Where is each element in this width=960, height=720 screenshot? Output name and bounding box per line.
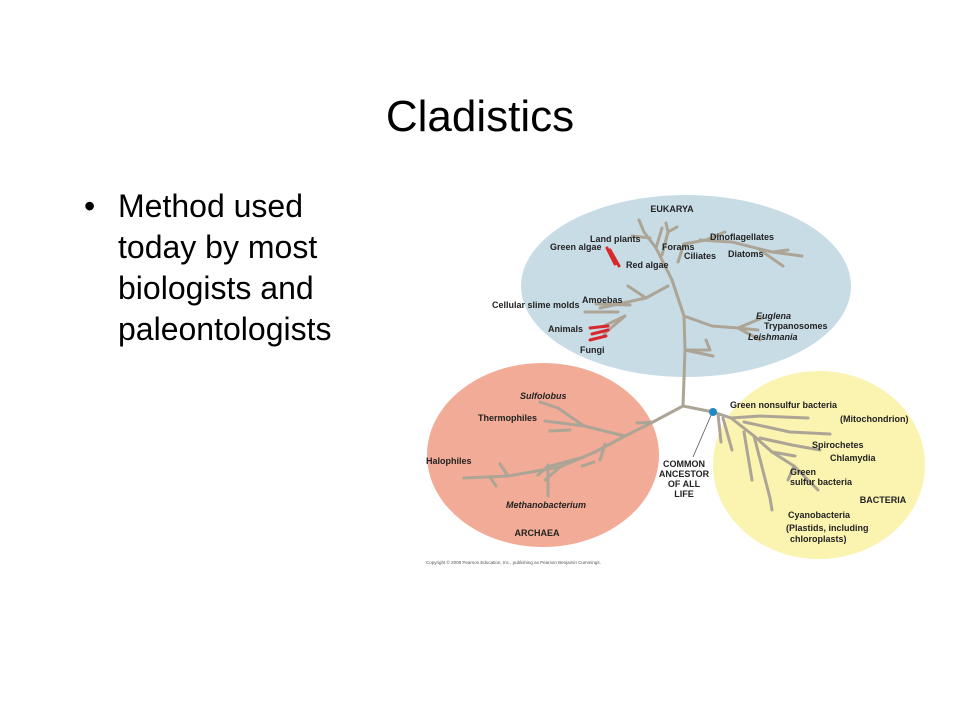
- bullet-list: • Method used today by most biologists an…: [84, 186, 384, 350]
- taxon-trypanosomes: Trypanosomes: [764, 321, 828, 331]
- common-ancestor-dot-icon: [709, 408, 717, 416]
- bacteria-region: [713, 371, 925, 559]
- domain-label-bacteria: BACTERIA: [860, 495, 907, 505]
- taxon-green-algae: Green algae: [550, 242, 602, 252]
- taxon-spirochetes: Spirochetes: [812, 440, 864, 450]
- taxon-green-sulfur-bacteria-line2: sulfur bacteria: [790, 477, 853, 487]
- slide-title: Cladistics: [385, 92, 575, 141]
- taxon-animals: Animals: [548, 324, 583, 334]
- taxon-cyanobacteria: Cyanobacteria: [788, 510, 851, 520]
- domain-label-archaea: ARCHAEA: [515, 528, 561, 538]
- taxon-mitochondrion: (Mitochondrion): [840, 414, 908, 424]
- taxon-green-sulfur-bacteria: Green: [790, 467, 816, 477]
- taxon-land-plants: Land plants: [590, 234, 641, 244]
- taxon-leishmania: Leishmania: [748, 332, 798, 342]
- ancestor-pointer: [692, 412, 713, 458]
- common-ancestor-label-line3: OF ALL: [668, 479, 701, 489]
- archaea-region: [427, 363, 659, 547]
- taxon-forams: Forams: [662, 242, 695, 252]
- common-ancestor-label-line1: COMMON: [663, 459, 705, 469]
- taxon-euglena: Euglena: [756, 311, 791, 321]
- bullet-dot-icon: •: [84, 188, 96, 224]
- taxon-methanobacterium: Methanobacterium: [506, 500, 586, 510]
- common-ancestor-label-line2: ANCESTOR: [659, 469, 710, 479]
- bullet-text: Method used today by most biologists and…: [118, 188, 332, 347]
- phylogenetic-tree-diagram: EUKARYA ARCHAEA BACTERIA Land plants Gre…: [426, 195, 925, 565]
- copyright-notice: Copyright © 2008 Pearson Education, Inc.…: [426, 559, 601, 565]
- taxon-ciliates: Ciliates: [684, 251, 716, 261]
- tree-branches: [462, 218, 832, 512]
- taxon-halophiles: Halophiles: [426, 456, 472, 466]
- taxon-sulfolobus: Sulfolobus: [520, 391, 567, 401]
- domain-label-eukarya: EUKARYA: [650, 204, 694, 214]
- taxon-plastids-line2: chloroplasts): [790, 534, 847, 544]
- taxon-cellular-slime-molds: Cellular slime molds: [492, 300, 580, 310]
- bullet-item: • Method used today by most biologists an…: [84, 186, 384, 350]
- common-ancestor-label-line4: LIFE: [674, 489, 694, 499]
- taxon-fungi: Fungi: [580, 345, 605, 355]
- taxon-diatoms: Diatoms: [728, 249, 764, 259]
- taxon-chlamydia: Chlamydia: [830, 453, 877, 463]
- taxon-thermophiles: Thermophiles: [478, 413, 537, 423]
- taxon-dinoflagellates: Dinoflagellates: [710, 232, 774, 242]
- taxon-green-nonsulfur-bacteria: Green nonsulfur bacteria: [730, 400, 838, 410]
- taxon-amoebas: Amoebas: [582, 295, 623, 305]
- taxon-plastids: (Plastids, including: [786, 523, 869, 533]
- taxon-red-algae: Red algae: [626, 260, 669, 270]
